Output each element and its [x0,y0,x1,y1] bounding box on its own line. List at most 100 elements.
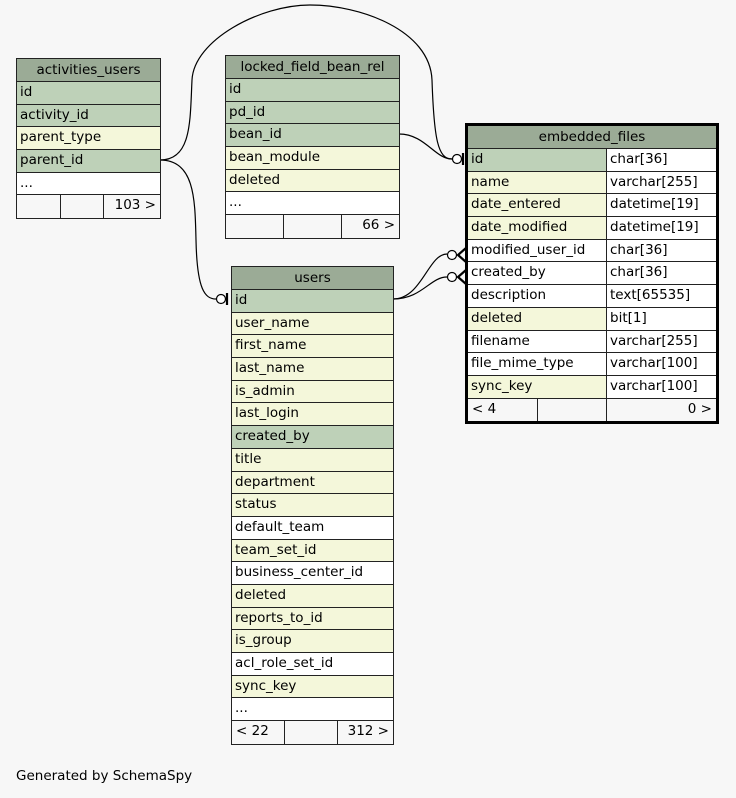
column-row[interactable]: department [232,471,393,495]
table-footer: < 4 0 > [468,398,716,422]
column-row[interactable]: bean_module [226,147,399,170]
column-name: reports_to_id [232,607,393,630]
parent-count[interactable]: < 4 [472,400,497,417]
table-title[interactable]: locked_field_bean_rel [226,56,399,79]
generated-by-caption: Generated by SchemaSpy [16,768,193,784]
column-type: char[36] [606,262,716,285]
column-row[interactable]: default_team [232,516,393,540]
column-row[interactable]: is_admin [232,380,393,404]
column-name: team_set_id [232,539,393,562]
column-name: default_team [232,516,393,539]
column-name: ... [226,192,399,215]
column-name: pd_id [226,101,399,124]
parent-count [226,215,283,238]
column-row[interactable]: parent_type [17,127,160,151]
column-name: acl_role_set_id [232,653,393,675]
column-name: user_name [232,312,393,335]
child-count[interactable]: 103 > [102,195,160,219]
column-row[interactable]: bean_id [226,124,399,148]
column-name: department [232,471,393,494]
column-name: parent_type [17,127,160,150]
many-marker [456,269,467,285]
column-row[interactable]: activity_id [17,104,160,128]
column-name: id [232,290,393,312]
column-name: id [226,79,399,101]
column-row[interactable]: ... [226,192,399,216]
column-row[interactable]: id [226,79,399,102]
column-row[interactable]: sync_key [232,675,393,699]
column-row[interactable]: title [232,448,393,472]
column-row[interactable]: created_by [232,426,393,449]
column-row[interactable]: business_center_id [232,562,393,585]
column-row[interactable]: pd_id [226,101,399,125]
column-row[interactable]: ... [232,698,393,722]
column-name: deleted [232,584,393,607]
column-type: char[36] [606,239,716,262]
parent-count[interactable]: < 22 [236,723,269,740]
column-name: bean_module [226,147,399,169]
column-row[interactable]: deleted [226,169,399,193]
column-name: title [232,448,393,471]
optional-marker [446,249,458,261]
column-row[interactable]: status [232,494,393,517]
column-name: last_login [232,403,393,426]
column-row[interactable]: reports_to_id [232,607,393,631]
child-count[interactable]: 0 > [605,398,716,422]
column-type: varchar[255] [606,171,716,194]
column-name: sync_key [468,375,606,398]
column-row[interactable]: user_name [232,312,393,336]
table-title[interactable]: activities_users [17,59,160,82]
column-name: date_entered [468,194,606,217]
column-row[interactable]: id [17,82,160,105]
column-row[interactable]: ... [17,172,160,196]
column-name: file_mime_type [468,353,606,375]
footer-spacer [537,398,605,422]
column-name: deleted [226,169,399,192]
column-row[interactable]: last_login [232,403,393,427]
optional-marker [446,271,458,283]
column-name: modified_user_id [468,239,606,262]
footer-spacer [284,721,336,744]
column-row[interactable]: id [232,290,393,313]
table-title[interactable]: users [232,267,393,290]
parent-count [17,195,60,218]
column-row[interactable]: team_set_id [232,539,393,563]
column-row[interactable]: parent_id [17,150,160,173]
column-name: id [17,82,160,104]
column-name: created_by [232,426,393,448]
column-row[interactable]: last_name [232,358,393,381]
table-footer: 66 > [226,215,399,238]
child-count[interactable]: 66 > [340,215,399,238]
column-row[interactable]: first_name [232,335,393,359]
column-name: created_by [468,262,606,285]
column-name: deleted [468,307,606,330]
column-type: varchar[100] [606,375,716,398]
column-row[interactable]: acl_role_set_id [232,653,393,676]
footer-spacer [283,215,340,238]
column-name: date_modified [468,217,606,239]
column-row[interactable]: deleted [232,584,393,608]
child-count[interactable]: 312 > [336,721,393,744]
table-title[interactable]: embedded_files [468,126,716,149]
column-row[interactable]: is_group [232,630,393,653]
column-type: datetime[19] [606,194,716,217]
column-name: parent_id [17,150,160,172]
column-name: filename [468,330,606,353]
column-name: is_admin [232,380,393,403]
